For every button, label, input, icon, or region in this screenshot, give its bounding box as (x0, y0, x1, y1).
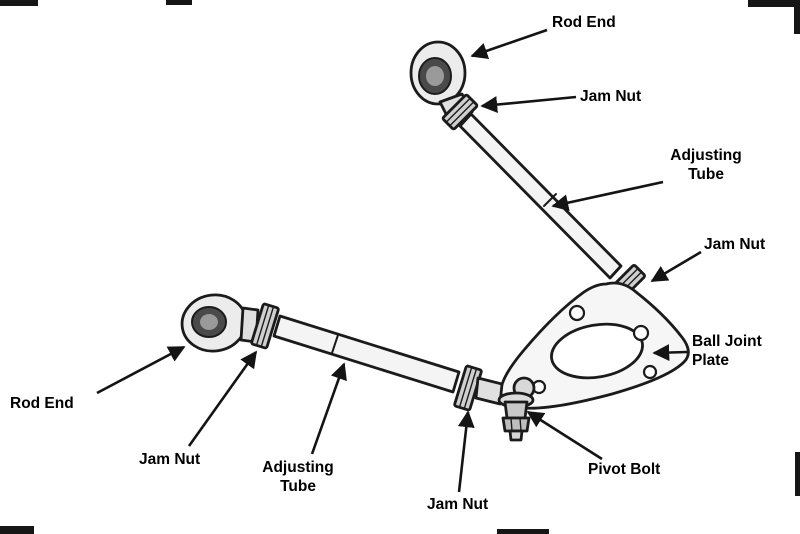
pivot-bolt-body (503, 400, 529, 420)
ball-joint-plate-hole (642, 364, 658, 380)
label-ball-joint-plate-line2: Plate (692, 352, 729, 369)
leader-rod-end-top (470, 28, 548, 60)
label-jam-nut-lower-left: Jam Nut (139, 451, 200, 468)
jam-nut-upper-body (441, 93, 479, 131)
jam-nut-lower-center-part (453, 364, 483, 412)
leader-pivot-bolt (526, 410, 603, 461)
leader-arrows (96, 28, 702, 493)
jam-nut-lower-left-flat (256, 305, 270, 346)
adjusting-tube-lower-part (272, 314, 461, 394)
adjusting-tube-lower-body (272, 314, 461, 394)
jam-nut-lower-center-flat (459, 367, 473, 408)
rod-end-top-bore (426, 66, 444, 86)
label-adjusting-tube-upper-line1: Adjusting (670, 147, 741, 164)
pivot-bolt-part (497, 376, 536, 442)
ball-joint-plate-hole (632, 324, 650, 342)
scan-artifact (748, 0, 800, 7)
jam-nut-upper-flat (446, 98, 471, 123)
jam-nut-lower-center-flat (463, 368, 477, 409)
scan-artifact (166, 0, 192, 5)
leader-adjusting-tube-lower (310, 362, 347, 455)
scan-artifact (794, 0, 800, 34)
pivot-bolt-nut-flat (519, 417, 522, 432)
pivot-bolt-nut (501, 416, 531, 433)
leader-jam-nut-upper (480, 95, 577, 113)
scan-artifact (0, 526, 34, 534)
rod-end-left-part (180, 293, 260, 353)
jam-nut-upper-flat (449, 101, 474, 126)
assembly-drawing (180, 40, 690, 442)
leader-jam-nut-lower-center (457, 410, 475, 493)
ball-joint-plate-part (499, 281, 690, 410)
leader-adjusting-tube-upper (551, 180, 664, 212)
label-adjusting-tube-lower-line2: Tube (280, 478, 316, 495)
label-adjusting-tube-lower-line1: Adjusting (262, 459, 333, 476)
jam-nut-lower-left-part (250, 302, 280, 350)
pivot-bolt-tip (508, 429, 524, 442)
ball-joint-plate-hole (568, 304, 586, 322)
rod-end-left-bore (200, 314, 218, 330)
label-jam-nut-lower-center: Jam Nut (427, 496, 488, 513)
label-rod-end-left: Rod End (10, 395, 74, 412)
adjusting-tube-upper-body (458, 112, 623, 280)
pivot-bolt-nut-flat (510, 417, 513, 432)
leader-jam-nut-lower-left (187, 350, 258, 447)
scan-artifact (497, 529, 549, 534)
scan-artifact (0, 0, 38, 6)
ball-joint-plate-slot (550, 322, 644, 380)
leader-ball-joint-plate (652, 344, 688, 361)
label-pivot-bolt: Pivot Bolt (588, 461, 660, 478)
label-ball-joint-plate-line1: Ball Joint (692, 333, 762, 350)
jam-nut-lower-left-flat (260, 306, 274, 347)
label-jam-nut-upper: Jam Nut (580, 88, 641, 105)
jam-nut-upper-part (441, 93, 479, 131)
label-adjusting-tube-upper-line2: Tube (688, 166, 724, 183)
scan-artifact (795, 452, 800, 496)
labels: Rod End Jam Nut Adjusting Tube Jam Nut B… (10, 14, 765, 513)
adjusting-tube-lower-sleeve (331, 334, 339, 354)
label-rod-end-top: Rod End (552, 14, 616, 31)
label-jam-nut-right: Jam Nut (704, 236, 765, 253)
leader-jam-nut-right (650, 250, 702, 283)
leader-rod-end-left (96, 345, 186, 395)
